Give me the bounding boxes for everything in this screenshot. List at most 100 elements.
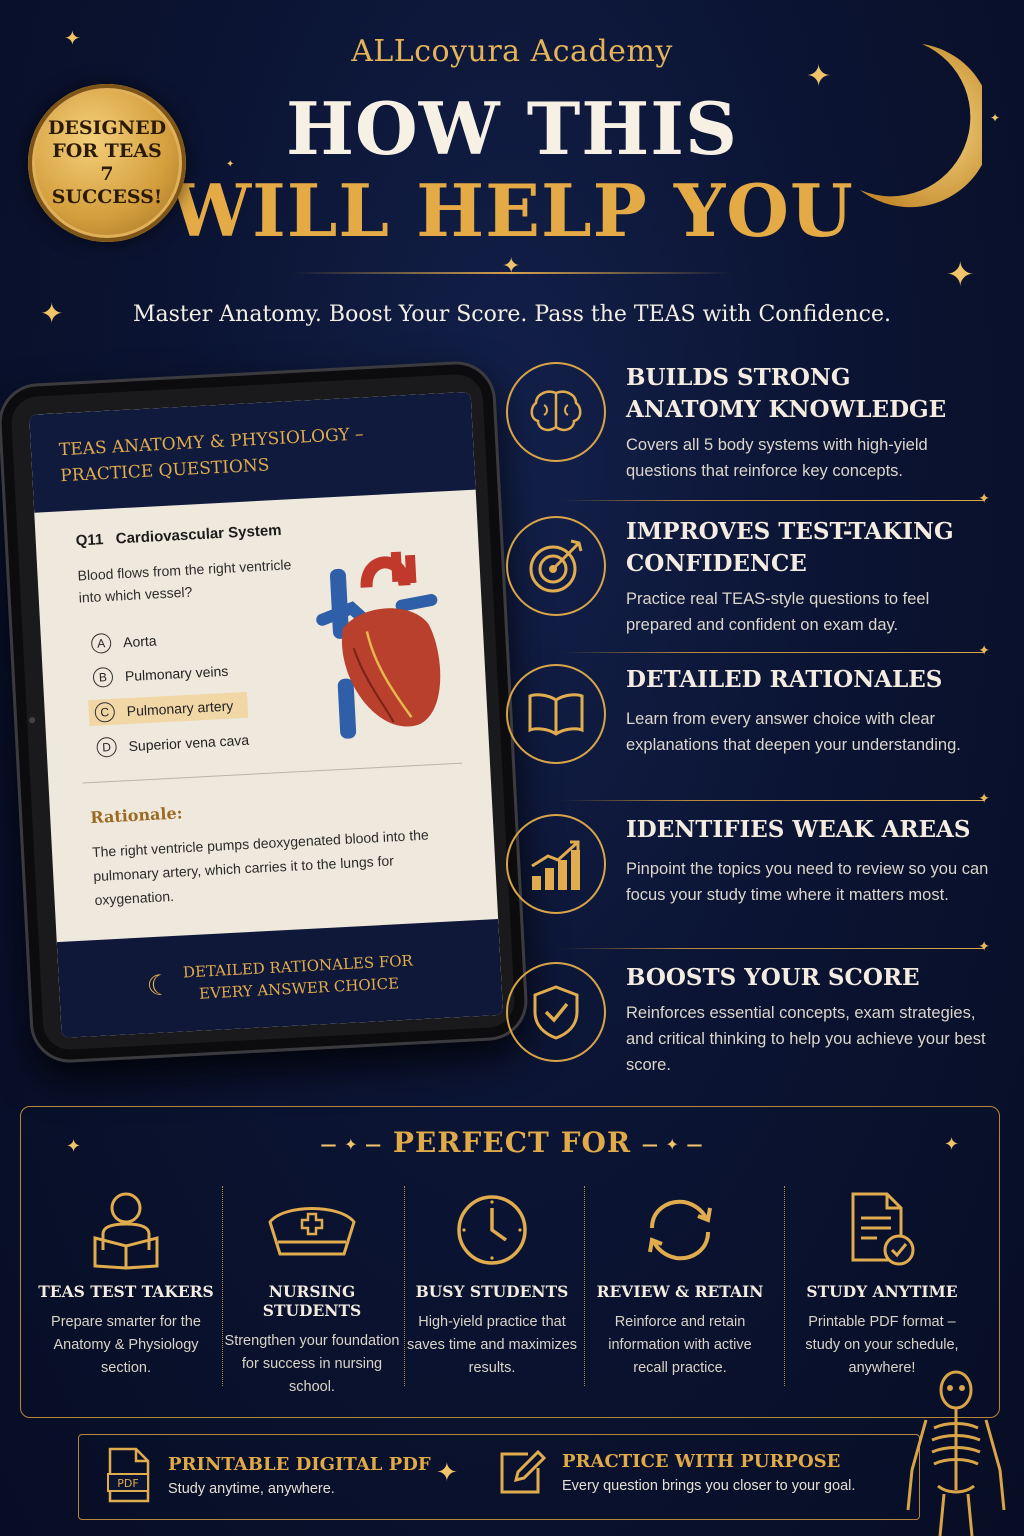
benefit-title-line2: ANATOMY KNOWLEDGE bbox=[626, 396, 947, 423]
option-text: Pulmonary artery bbox=[126, 697, 234, 720]
purpose-feature-text: PRACTICE WITH PURPOSE Every question bri… bbox=[562, 1451, 855, 1494]
audience-desc: Prepare smarter for the Anatomy & Physio… bbox=[51, 1314, 201, 1376]
pdf-feature-desc: Study anytime, anywhere. bbox=[168, 1480, 335, 1497]
audience-name: REVIEW & RETAIN bbox=[596, 1282, 764, 1301]
option-text: Superior vena cava bbox=[128, 731, 250, 755]
sparkle-icon: — ✦ — bbox=[320, 1134, 383, 1154]
audience-name: NURSING STUDENTS bbox=[262, 1282, 362, 1320]
screen-header: TEAS ANATOMY & PHYSIOLOGY – PRACTICE QUE… bbox=[29, 391, 476, 513]
option-letter: D bbox=[96, 736, 118, 758]
audience-desc: High-yield practice that saves time and … bbox=[406, 1314, 578, 1376]
benefit-title: BOOSTS YOUR SCORE bbox=[626, 962, 1006, 994]
sparkle-icon: ✦ bbox=[946, 255, 975, 295]
option-text: Pulmonary veins bbox=[124, 662, 229, 685]
audience-desc: Reinforce and retain information with ac… bbox=[608, 1314, 752, 1376]
option-letter: C bbox=[94, 701, 116, 723]
benefit-title: IDENTIFIES WEAK AREAS bbox=[626, 814, 1006, 846]
option-letter: B bbox=[92, 666, 114, 688]
screen-footer: ☾ DETAILED RATIONALES FOR EVERY ANSWER C… bbox=[56, 918, 504, 1038]
target-icon bbox=[506, 516, 606, 616]
header-divider bbox=[292, 272, 732, 274]
benefit-title-line1: DETAILED RATIONALES bbox=[626, 666, 943, 693]
shield-check-icon bbox=[506, 962, 606, 1062]
benefit-desc: Reinforces essential concepts, exam stra… bbox=[626, 1004, 986, 1074]
sparkle-icon: ✦ bbox=[502, 254, 521, 279]
sparkle-icon: ✦ bbox=[66, 1136, 82, 1157]
reader-icon bbox=[38, 1180, 214, 1280]
seal-text: DESIGNED FOR TEAS 7 SUCCESS! bbox=[47, 117, 167, 208]
question-title: Q11 Cardiovascular System bbox=[75, 522, 282, 550]
audience-desc: Strengthen your foundation for success i… bbox=[224, 1333, 400, 1395]
purpose-feature-desc: Every question brings you closer to your… bbox=[562, 1477, 856, 1494]
audience-item: BUSY STUDENTS High-yield practice that s… bbox=[404, 1180, 580, 1380]
brain-icon bbox=[506, 362, 606, 462]
refresh-icon bbox=[592, 1180, 768, 1280]
document-check-icon bbox=[794, 1180, 970, 1280]
perfect-for-title: — ✦ — PERFECT FOR — ✦ — bbox=[0, 1126, 1024, 1159]
sparkle-icon: ✦ bbox=[990, 111, 1001, 125]
tablet-screen: TEAS ANATOMY & PHYSIOLOGY – PRACTICE QUE… bbox=[29, 391, 504, 1038]
perfect-for-heading: PERFECT FOR bbox=[392, 1126, 632, 1159]
sparkle-icon: ✦ bbox=[944, 1134, 960, 1155]
crescent-moon-icon: ☾ bbox=[145, 967, 173, 1002]
column-divider bbox=[222, 1186, 223, 1386]
sparkle-icon: ✦ bbox=[40, 297, 64, 330]
sparkle-icon: — ✦ — bbox=[641, 1134, 704, 1154]
clock-icon bbox=[404, 1180, 580, 1280]
page-title-line1: HOW THIS bbox=[286, 86, 738, 171]
benefit-desc: Learn from every answer choice with clea… bbox=[626, 710, 961, 754]
pdf-icon: PDF bbox=[107, 1447, 150, 1503]
bar-chart-icon bbox=[506, 814, 606, 914]
audience-name: TEAS TEST TAKERS bbox=[38, 1282, 214, 1301]
pdf-feature-text: PRINTABLE DIGITAL PDF Study anytime, any… bbox=[168, 1454, 431, 1497]
column-divider bbox=[404, 1186, 405, 1386]
pdf-feature: PDF PRINTABLE DIGITAL PDF Study anytime,… bbox=[106, 1446, 431, 1504]
benefit-title-line2: CONFIDENCE bbox=[626, 550, 807, 577]
benefit-title-line1: BUILDS STRONG bbox=[626, 364, 851, 391]
benefit-separator bbox=[560, 491, 990, 507]
tablet-mockup: TEAS ANATOMY & PHYSIOLOGY – PRACTICE QUE… bbox=[0, 359, 530, 1065]
column-divider bbox=[784, 1186, 785, 1386]
benefit-desc: Practice real TEAS-style questions to fe… bbox=[626, 590, 930, 634]
answer-option-a[interactable]: A Aorta bbox=[90, 630, 157, 654]
column-divider bbox=[584, 1186, 585, 1386]
sparkle-icon: ✦ bbox=[436, 1458, 458, 1488]
brand-name: ALLcoyura Academy bbox=[351, 34, 673, 69]
audience-item: STUDY ANYTIME Printable PDF format – stu… bbox=[794, 1180, 970, 1380]
audience-item: REVIEW & RETAIN Reinforce and retain inf… bbox=[592, 1180, 768, 1380]
purpose-feature: PRACTICE WITH PURPOSE Every question bri… bbox=[496, 1446, 855, 1498]
benefit-title: IMPROVES TEST-TAKING CONFIDENCE bbox=[626, 516, 1006, 580]
answer-option-d[interactable]: D Superior vena cava bbox=[96, 730, 249, 758]
pdf-feature-title: PRINTABLE DIGITAL PDF bbox=[168, 1453, 431, 1475]
benefit-desc: Pinpoint the topics you need to review s… bbox=[626, 860, 989, 904]
question-topic: Cardiovascular System bbox=[115, 521, 282, 548]
nurse-cap-icon bbox=[224, 1180, 400, 1280]
skeleton-illustration bbox=[906, 1370, 1006, 1536]
rationale-text: The right ventricle pumps deoxygenated b… bbox=[91, 826, 430, 909]
benefit-separator bbox=[560, 643, 990, 659]
perfect-for-panel bbox=[20, 1106, 1000, 1418]
audience-desc: Printable PDF format – study on your sch… bbox=[805, 1314, 959, 1376]
audience-item: TEAS TEST TAKERS Prepare smarter for the… bbox=[38, 1180, 214, 1380]
audience-name: BUSY STUDENTS bbox=[415, 1282, 569, 1301]
heart-illustration bbox=[316, 551, 441, 739]
option-letter: A bbox=[90, 632, 112, 654]
benefit-title-line1: BOOSTS YOUR SCORE bbox=[626, 964, 920, 991]
answer-option-b[interactable]: B Pulmonary veins bbox=[92, 661, 229, 688]
question-text: Blood flows from the right ventricle int… bbox=[77, 556, 292, 606]
benefit-title-line1: IDENTIFIES WEAK AREAS bbox=[626, 816, 971, 843]
pdf-icon-label: PDF bbox=[117, 1477, 138, 1490]
answer-option-c-selected[interactable]: C Pulmonary artery bbox=[88, 691, 248, 727]
tablet-camera bbox=[28, 716, 36, 724]
page-title-line2: WILL HELP YOU bbox=[170, 168, 854, 253]
benefit-title-line1: IMPROVES TEST-TAKING bbox=[626, 518, 954, 545]
purpose-feature-title: PRACTICE WITH PURPOSE bbox=[562, 1450, 841, 1472]
audience-item: NURSING STUDENTS Strengthen your foundat… bbox=[224, 1180, 400, 1399]
sparkle-icon: ✦ bbox=[226, 159, 235, 170]
page-subtitle: Master Anatomy. Boost Your Score. Pass t… bbox=[132, 302, 891, 327]
sparkle-icon: ✦ bbox=[64, 26, 81, 50]
bottom-bar bbox=[78, 1434, 920, 1520]
book-icon bbox=[506, 664, 606, 764]
screen-divider bbox=[82, 762, 462, 784]
benefit-desc: Covers all 5 body systems with high-yiel… bbox=[626, 436, 928, 480]
